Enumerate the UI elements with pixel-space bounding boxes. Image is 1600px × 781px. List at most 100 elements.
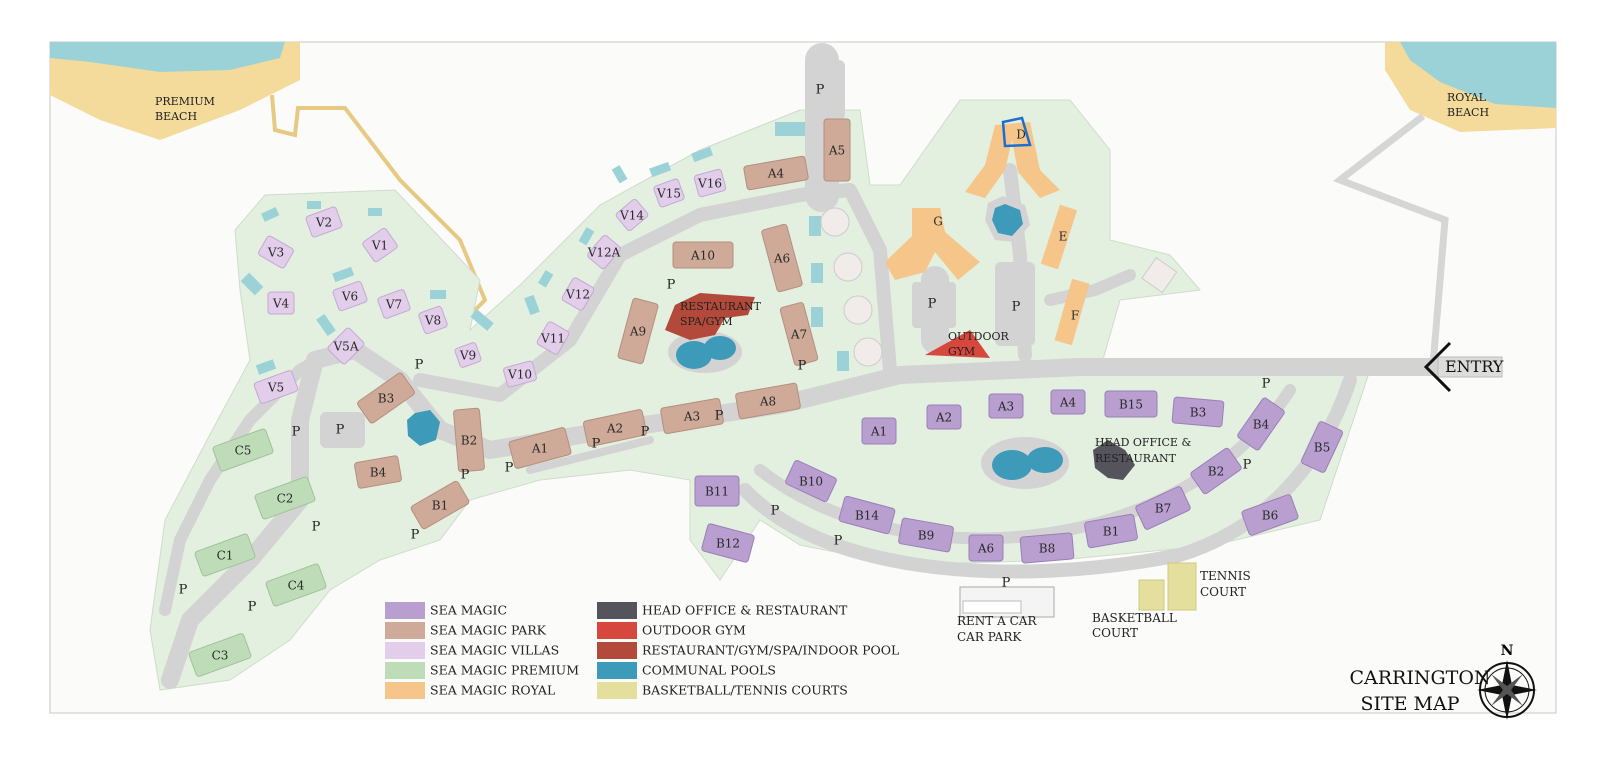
building-park-a7[interactable]: A7 xyxy=(779,302,819,366)
building-premium-c3[interactable]: C3 xyxy=(188,633,252,677)
building-park-a6[interactable]: A6 xyxy=(761,223,803,293)
building-label: V11 xyxy=(540,332,565,346)
pool-restaurant xyxy=(668,331,742,373)
sports-courts: BASKETBALL COURT TENNIS COURT xyxy=(1092,562,1251,640)
building-sea-magic-b5[interactable]: B5 xyxy=(1300,421,1344,474)
parking-label: P xyxy=(1002,576,1011,591)
building-block xyxy=(357,372,415,424)
building-sea-magic-b6[interactable]: B6 xyxy=(1241,494,1299,536)
pool-west xyxy=(407,410,440,446)
private-pools xyxy=(240,122,849,375)
building-label: A3 xyxy=(997,400,1014,414)
legend-item-basketball-tennis-courts: BASKETBALL/TENNIS COURTS xyxy=(597,682,848,699)
building-villas-v2[interactable]: V2 xyxy=(305,206,343,238)
building-block xyxy=(785,459,837,503)
building-sea-magic-b8[interactable]: B8 xyxy=(1019,532,1075,564)
building-villas-v5[interactable]: V5 xyxy=(253,370,299,404)
building-block xyxy=(693,168,727,198)
building-park-b2[interactable]: B2 xyxy=(453,407,485,473)
building-sea-magic-a2[interactable]: A2 xyxy=(926,404,962,430)
building-sea-magic-b7[interactable]: B7 xyxy=(1135,486,1191,531)
building-royal-d[interactable]: D xyxy=(1016,128,1026,142)
building-villas-v7[interactable]: V7 xyxy=(377,289,411,319)
building-premium-c2[interactable]: C2 xyxy=(254,476,316,520)
rent-a-car-label-2: CAR PARK xyxy=(957,630,1022,644)
building-label: B8 xyxy=(1039,542,1055,556)
legend-label: SEA MAGIC xyxy=(430,603,507,618)
building-sea-magic-b4[interactable]: B4 xyxy=(1237,397,1286,451)
building-park-b4[interactable]: B4 xyxy=(354,455,402,489)
building-sea-magic-a6[interactable]: A6 xyxy=(968,534,1004,562)
building-block xyxy=(1084,513,1138,549)
building-villas-v14[interactable]: V14 xyxy=(615,198,649,232)
building-sea-magic-b9[interactable]: B9 xyxy=(898,517,954,553)
building-label: A2 xyxy=(935,411,952,425)
building-royal-f[interactable]: F xyxy=(1071,309,1079,323)
building-park-a9[interactable]: A9 xyxy=(617,297,659,365)
entry-label: ENTRY xyxy=(1445,357,1504,376)
building-block xyxy=(988,393,1024,419)
building-premium-c1[interactable]: C1 xyxy=(194,533,256,577)
building-premium-c5[interactable]: C5 xyxy=(212,428,274,472)
royal-building-f xyxy=(1054,278,1090,346)
building-villas-v12a[interactable]: V12A xyxy=(587,234,622,270)
building-villas-v9[interactable]: V9 xyxy=(454,342,482,368)
building-villas-v1[interactable]: V1 xyxy=(362,227,399,263)
building-park-b3[interactable]: B3 xyxy=(356,372,415,424)
building-sea-magic-b2[interactable]: B2 xyxy=(1190,447,1243,495)
building-block xyxy=(968,534,1004,562)
entry-chevron-icon xyxy=(1423,341,1452,393)
building-label: B14 xyxy=(855,509,879,523)
building-villas-v3[interactable]: V3 xyxy=(258,235,295,269)
parking-label: P xyxy=(1243,458,1252,473)
building-royal-g[interactable]: G xyxy=(933,215,943,229)
building-park-a4[interactable]: A4 xyxy=(743,155,809,191)
building-sea-magic-b3[interactable]: B3 xyxy=(1171,396,1225,428)
legend-label: SEA MAGIC PREMIUM xyxy=(430,663,579,678)
building-villas-v5a[interactable]: V5A xyxy=(327,327,365,365)
building-park-a5[interactable]: A5 xyxy=(823,118,851,182)
building-sea-magic-b14[interactable]: B14 xyxy=(838,495,896,535)
head-office-label-2: RESTAURANT xyxy=(1095,452,1177,465)
building-villas-v6[interactable]: V6 xyxy=(332,280,368,312)
building-villas-v10[interactable]: V10 xyxy=(503,360,537,388)
building-park-a10[interactable]: A10 xyxy=(672,241,734,269)
building-sea-magic-b10[interactable]: B10 xyxy=(785,459,838,503)
building-sea-magic-a4[interactable]: A4 xyxy=(1050,389,1086,415)
building-block xyxy=(823,118,851,182)
building-premium-c4[interactable]: C4 xyxy=(265,563,327,607)
building-villas-v12[interactable]: V12 xyxy=(561,277,595,312)
building-park-a3[interactable]: A3 xyxy=(660,397,724,435)
head-office-label-1: HEAD OFFICE & xyxy=(1095,436,1191,449)
entry-marker[interactable]: ENTRY xyxy=(1423,341,1504,393)
building-park-a2[interactable]: A2 xyxy=(583,409,647,447)
building-block xyxy=(615,198,649,232)
building-sea-magic-b15[interactable]: B15 xyxy=(1104,390,1158,418)
tennis-label-1: TENNIS xyxy=(1200,569,1251,583)
building-villas-v16[interactable]: V16 xyxy=(693,168,727,198)
building-sea-magic-a1[interactable]: A1 xyxy=(861,417,897,445)
building-label: V12 xyxy=(565,288,590,302)
building-park-b1[interactable]: B1 xyxy=(410,480,470,530)
building-villas-v4[interactable]: V4 xyxy=(267,291,295,315)
building-block xyxy=(743,155,809,191)
building-park-a8[interactable]: A8 xyxy=(735,382,801,420)
royal-beach-area: ROYAL BEACH xyxy=(1385,42,1556,132)
building-villas-v8[interactable]: V8 xyxy=(418,305,448,335)
building-sea-magic-b11[interactable]: B11 xyxy=(694,475,740,507)
building-label: V5A xyxy=(333,340,359,354)
legend-swatch xyxy=(597,682,637,699)
building-villas-v15[interactable]: V15 xyxy=(653,178,685,208)
building-sea-magic-a3[interactable]: A3 xyxy=(988,393,1024,419)
building-sea-magic-b1[interactable]: B1 xyxy=(1084,513,1138,549)
building-label: V14 xyxy=(619,209,644,223)
building-label: A4 xyxy=(1059,396,1077,410)
building-villas-v11[interactable]: V11 xyxy=(536,321,570,356)
basketball-label-2: COURT xyxy=(1092,626,1138,640)
building-label: A2 xyxy=(606,422,623,436)
building-block xyxy=(258,235,294,269)
building-park-a1[interactable]: A1 xyxy=(508,427,572,469)
building-sea-magic-b12[interactable]: B12 xyxy=(701,523,755,563)
building-royal-e[interactable]: E xyxy=(1059,230,1068,244)
building-block xyxy=(838,495,896,535)
